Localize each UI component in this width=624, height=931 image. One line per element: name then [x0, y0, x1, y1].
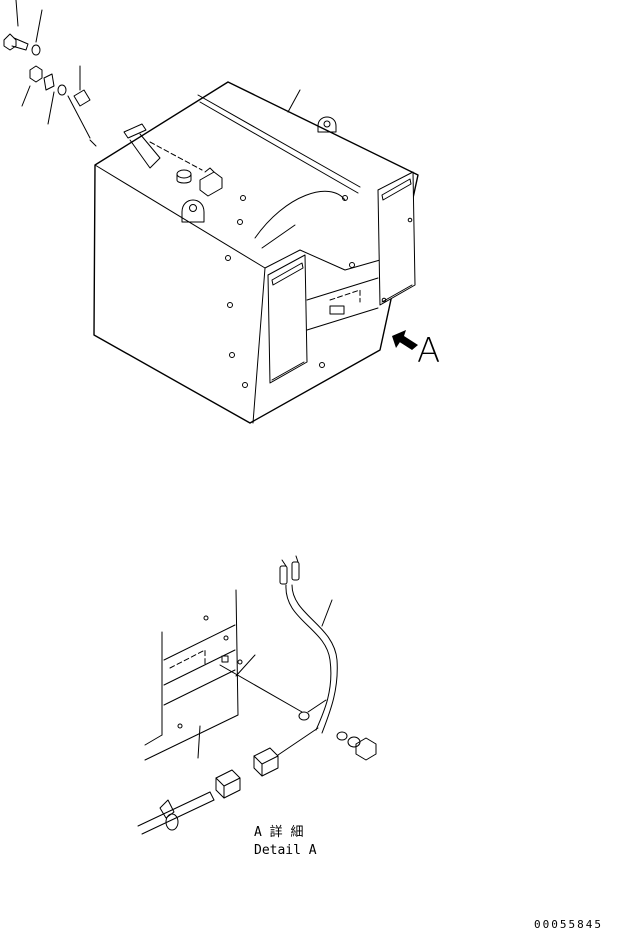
shelf-bottom	[306, 307, 379, 331]
detail-washer	[336, 731, 348, 741]
drawing-number: 00055845	[534, 918, 603, 931]
lift-eye-front-hole	[189, 204, 197, 212]
detail-bolt-1	[203, 615, 209, 621]
clip	[43, 73, 55, 91]
view-label-a: A	[417, 331, 440, 371]
pipe-clamp	[159, 799, 175, 819]
bottom-pipe-clamp	[137, 791, 215, 835]
lift-eye-front	[181, 199, 205, 223]
wiring-harness	[279, 555, 338, 734]
top-clamp	[123, 123, 147, 139]
harness-terminal-tips	[281, 555, 299, 567]
bolt-head	[3, 33, 17, 51]
top-rail	[197, 94, 361, 188]
pin	[89, 139, 97, 147]
leader-bolt	[15, 0, 19, 27]
leader-top-rail	[287, 89, 301, 113]
detail-corner-edge	[144, 589, 239, 761]
top-rail-lower	[199, 101, 359, 194]
detail-shelf-3	[163, 669, 236, 706]
shelf-block	[329, 305, 345, 315]
caption-english: Detail A	[254, 843, 317, 858]
detail-bolt-assembly	[336, 731, 377, 761]
sensor-block-2-edges	[215, 777, 241, 799]
detail-bolt-head	[355, 737, 377, 761]
leader-pin	[67, 95, 91, 139]
sensor-bracket-tab	[204, 167, 215, 173]
shelf-hidden	[329, 289, 361, 303]
leader-clip	[47, 91, 55, 125]
harness-terminal-1	[279, 565, 288, 585]
tank-assembly	[93, 81, 419, 424]
shelf-top	[306, 277, 379, 301]
tank-outline	[93, 81, 419, 424]
pipe-hidden	[149, 141, 203, 171]
harness-terminal-2	[291, 561, 300, 581]
step-panel-left	[267, 254, 308, 384]
detail-a-view	[137, 555, 377, 835]
detail-hidden	[169, 649, 206, 669]
filler-neck	[176, 173, 192, 184]
detail-bolt-2	[223, 635, 229, 641]
sensor-block-1-edges	[253, 755, 279, 777]
pipe-clamp-ring	[165, 813, 179, 831]
detail-shelf-1	[163, 624, 236, 661]
hose-curve	[254, 190, 346, 239]
detail-nut	[221, 655, 229, 663]
harness-ring	[298, 711, 310, 721]
bolt-shank	[11, 37, 29, 51]
sensor-bracket	[199, 171, 223, 197]
leader-washer	[35, 9, 43, 43]
exploded-hardware-top	[3, 0, 97, 147]
sensor-leader	[277, 727, 319, 756]
leader-harness	[321, 599, 333, 627]
view-arrow-a	[392, 330, 418, 350]
nut	[29, 65, 43, 83]
filler-cap	[176, 169, 192, 179]
harness-ring-tab	[307, 699, 327, 713]
top-pipe	[129, 133, 161, 169]
detail-bolt-4	[177, 723, 183, 729]
lift-eye-top	[317, 116, 337, 133]
projection-line	[219, 664, 303, 713]
detail-lockwasher	[347, 736, 361, 748]
square-plate	[73, 89, 91, 107]
lift-eye-hole	[323, 120, 331, 128]
leader-detail-edge	[197, 725, 201, 759]
tank-inner-edge	[264, 249, 381, 271]
caption-japanese: A 詳 細	[254, 824, 303, 840]
sensor-block-1	[253, 747, 279, 777]
leader-nut	[21, 85, 31, 107]
hose-leader	[261, 224, 296, 249]
spacer	[57, 84, 67, 96]
detail-bolt-3	[237, 659, 243, 665]
front-face-bolts	[225, 195, 355, 388]
leader-detail-panel	[235, 654, 256, 677]
sensor-block-2	[215, 769, 241, 799]
step-panel-right	[377, 171, 416, 306]
detail-bottom-edge	[144, 734, 163, 746]
washer	[31, 44, 41, 56]
